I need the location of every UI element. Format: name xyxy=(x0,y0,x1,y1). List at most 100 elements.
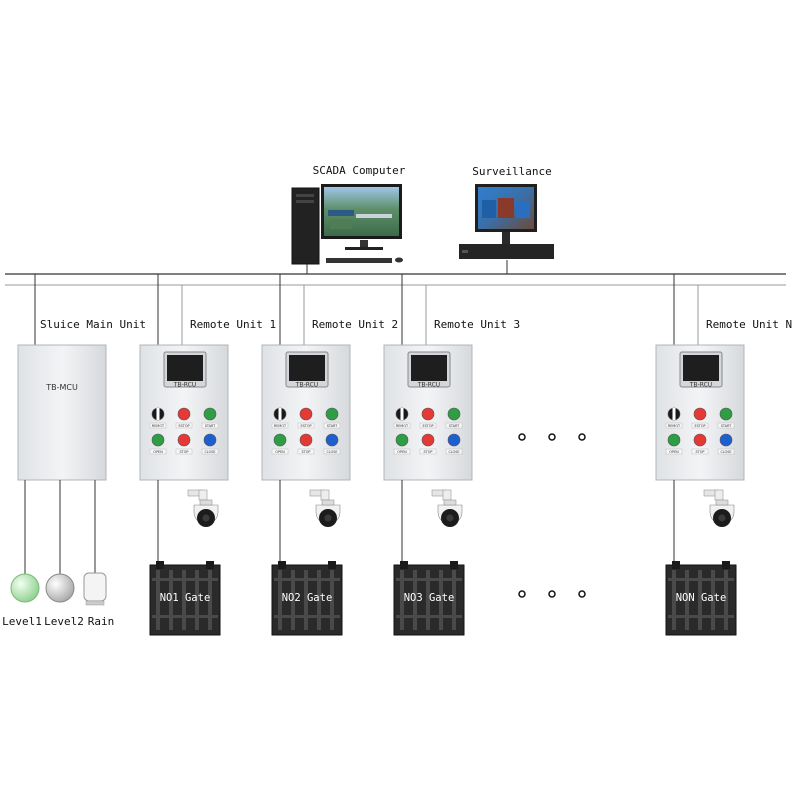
hmi-screen-label: TB-RCU xyxy=(689,382,712,389)
button-plate xyxy=(393,422,411,429)
button-label: OPEN xyxy=(669,450,679,454)
close-button xyxy=(719,433,733,447)
button-plate xyxy=(201,422,219,429)
remote-unit-label: Remote Unit 2 xyxy=(312,318,398,331)
scada-label: SCADA Computer xyxy=(313,164,406,177)
button-label: REMOT xyxy=(274,424,287,428)
button-plate xyxy=(297,448,315,455)
ptz-camera-icon xyxy=(309,489,341,527)
button-label: CLOSE xyxy=(204,450,215,454)
remote-unit-2: Remote Unit 2TB-RCUREMOTOPENESTOPSTOPSTA… xyxy=(261,274,398,636)
button-label: START xyxy=(449,424,460,428)
button-label: OPEN xyxy=(397,450,407,454)
knob-handle xyxy=(400,408,404,420)
stop-button xyxy=(177,433,191,447)
remote-unit-label: Remote Unit N xyxy=(706,318,792,331)
button-label: STOP xyxy=(696,450,705,454)
start-button xyxy=(325,407,339,421)
hmi-screen-label: TB-RCU xyxy=(417,382,440,389)
hmi-screen xyxy=(289,355,325,381)
button-plate xyxy=(175,448,193,455)
button-label: CLOSE xyxy=(448,450,459,454)
button-plate xyxy=(445,448,463,455)
button-plate xyxy=(691,448,709,455)
button-plate xyxy=(691,422,709,429)
button-plate xyxy=(717,422,735,429)
estop-button xyxy=(693,407,707,421)
button-label: ESTOP xyxy=(178,424,189,428)
nvr-recorder-icon xyxy=(459,244,554,259)
sluice-gate-icon: NO1 Gate xyxy=(149,561,221,636)
surveillance-label: Surveillance xyxy=(472,165,551,178)
ptz-camera-icon xyxy=(703,489,735,527)
open-button xyxy=(273,433,287,447)
button-plate xyxy=(393,448,411,455)
remote-units: Remote Unit 1 TB-RCU REMOT OPEN ESTOP STOP STA… xyxy=(139,274,792,636)
button-plate xyxy=(149,448,167,455)
remote-unit-n: Remote Unit NTB-RCUREMOTOPENESTOPSTOPSTA… xyxy=(655,274,792,636)
hmi-screen-label: TB-RCU xyxy=(295,382,318,389)
remote-unit-label: Remote Unit 3 xyxy=(434,318,520,331)
gate-label: NO3 Gate xyxy=(404,592,455,604)
button-plate xyxy=(445,422,463,429)
sensor-label-level2: Level2 xyxy=(44,615,84,628)
open-button xyxy=(667,433,681,447)
estop-button xyxy=(299,407,313,421)
start-button xyxy=(203,407,217,421)
open-button xyxy=(151,433,165,447)
gate-label: NO2 Gate xyxy=(282,592,333,604)
button-plate xyxy=(271,422,289,429)
hmi-screen xyxy=(683,355,719,381)
button-label: REMOT xyxy=(396,424,409,428)
sensor-label-level1: Level1 xyxy=(2,615,42,628)
estop-button xyxy=(177,407,191,421)
mouse-icon xyxy=(395,257,403,263)
close-button xyxy=(447,433,461,447)
stop-button xyxy=(299,433,313,447)
button-plate xyxy=(297,422,315,429)
level2-sensor-icon xyxy=(45,573,75,603)
sluice-main-unit: TB-MCU Sluice Main Unit Level1 Level2 Ra… xyxy=(2,274,146,628)
keyboard-icon xyxy=(326,258,392,263)
close-button xyxy=(325,433,339,447)
button-label: START xyxy=(205,424,216,428)
button-label: STOP xyxy=(302,450,311,454)
knob-handle xyxy=(672,408,676,420)
start-button xyxy=(719,407,733,421)
knob-handle xyxy=(156,408,160,420)
sluice-gate-icon: NO3 Gate xyxy=(393,561,465,636)
button-plate xyxy=(175,422,193,429)
remote-unit-3: Remote Unit 3TB-RCUREMOTOPENESTOPSTOPSTA… xyxy=(383,274,520,636)
gate-label: NO1 Gate xyxy=(160,592,211,604)
pc-tower-icon xyxy=(291,187,320,265)
level1-sensor-icon xyxy=(10,573,40,603)
button-plate xyxy=(323,422,341,429)
stop-button xyxy=(421,433,435,447)
button-label: START xyxy=(327,424,338,428)
button-label: ESTOP xyxy=(694,424,705,428)
main-cabinet-text: TB-MCU xyxy=(45,383,78,392)
stop-button xyxy=(693,433,707,447)
scada-computer: SCADA Computer xyxy=(291,164,406,274)
button-label: REMOT xyxy=(152,424,165,428)
button-label: STOP xyxy=(424,450,433,454)
hmi-screen xyxy=(167,355,203,381)
hmi-screen xyxy=(411,355,447,381)
button-label: CLOSE xyxy=(720,450,731,454)
estop-button xyxy=(421,407,435,421)
start-button xyxy=(447,407,461,421)
button-plate xyxy=(201,448,219,455)
ptz-camera-icon xyxy=(431,489,463,527)
button-label: OPEN xyxy=(153,450,163,454)
button-plate xyxy=(717,448,735,455)
button-plate xyxy=(271,448,289,455)
main-cabinet xyxy=(17,344,107,481)
button-plate xyxy=(419,422,437,429)
sluice-gate-icon: NON Gate xyxy=(665,561,737,636)
button-plate xyxy=(149,422,167,429)
remote-unit-label: Remote Unit 1 xyxy=(190,318,276,331)
gate-label: NON Gate xyxy=(676,592,727,604)
ellipsis-dots xyxy=(518,433,586,598)
